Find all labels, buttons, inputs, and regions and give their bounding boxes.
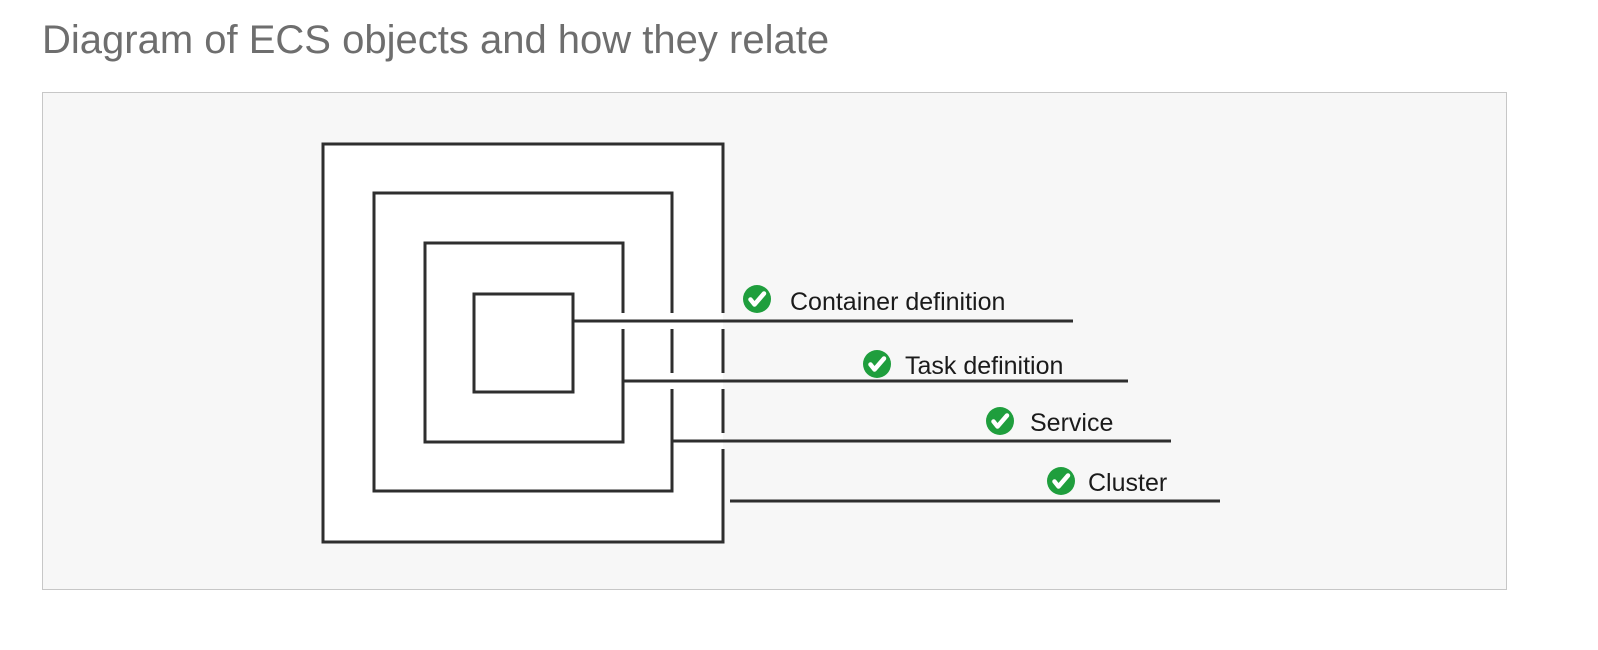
container-definition-box [472, 292, 575, 394]
label-container-definition: Container definition [743, 285, 1005, 316]
check-circle-icon [986, 407, 1014, 435]
check-circle-icon [743, 285, 771, 313]
check-circle-icon [1047, 467, 1075, 495]
label-container-definition-text: Container definition [790, 288, 1005, 316]
label-task-definition-text: Task definition [905, 352, 1063, 380]
label-cluster-text: Cluster [1088, 469, 1167, 497]
label-cluster: Cluster [1047, 467, 1167, 497]
label-task-definition: Task definition [863, 350, 1063, 380]
ecs-diagram: Container definition Task definition Ser… [321, 142, 1220, 544]
diagram-panel: Container definition Task definition Ser… [42, 92, 1507, 590]
label-service-text: Service [1030, 409, 1113, 437]
check-circle-icon [863, 350, 891, 378]
page-title: Diagram of ECS objects and how they rela… [42, 18, 830, 62]
label-service: Service [986, 407, 1113, 437]
